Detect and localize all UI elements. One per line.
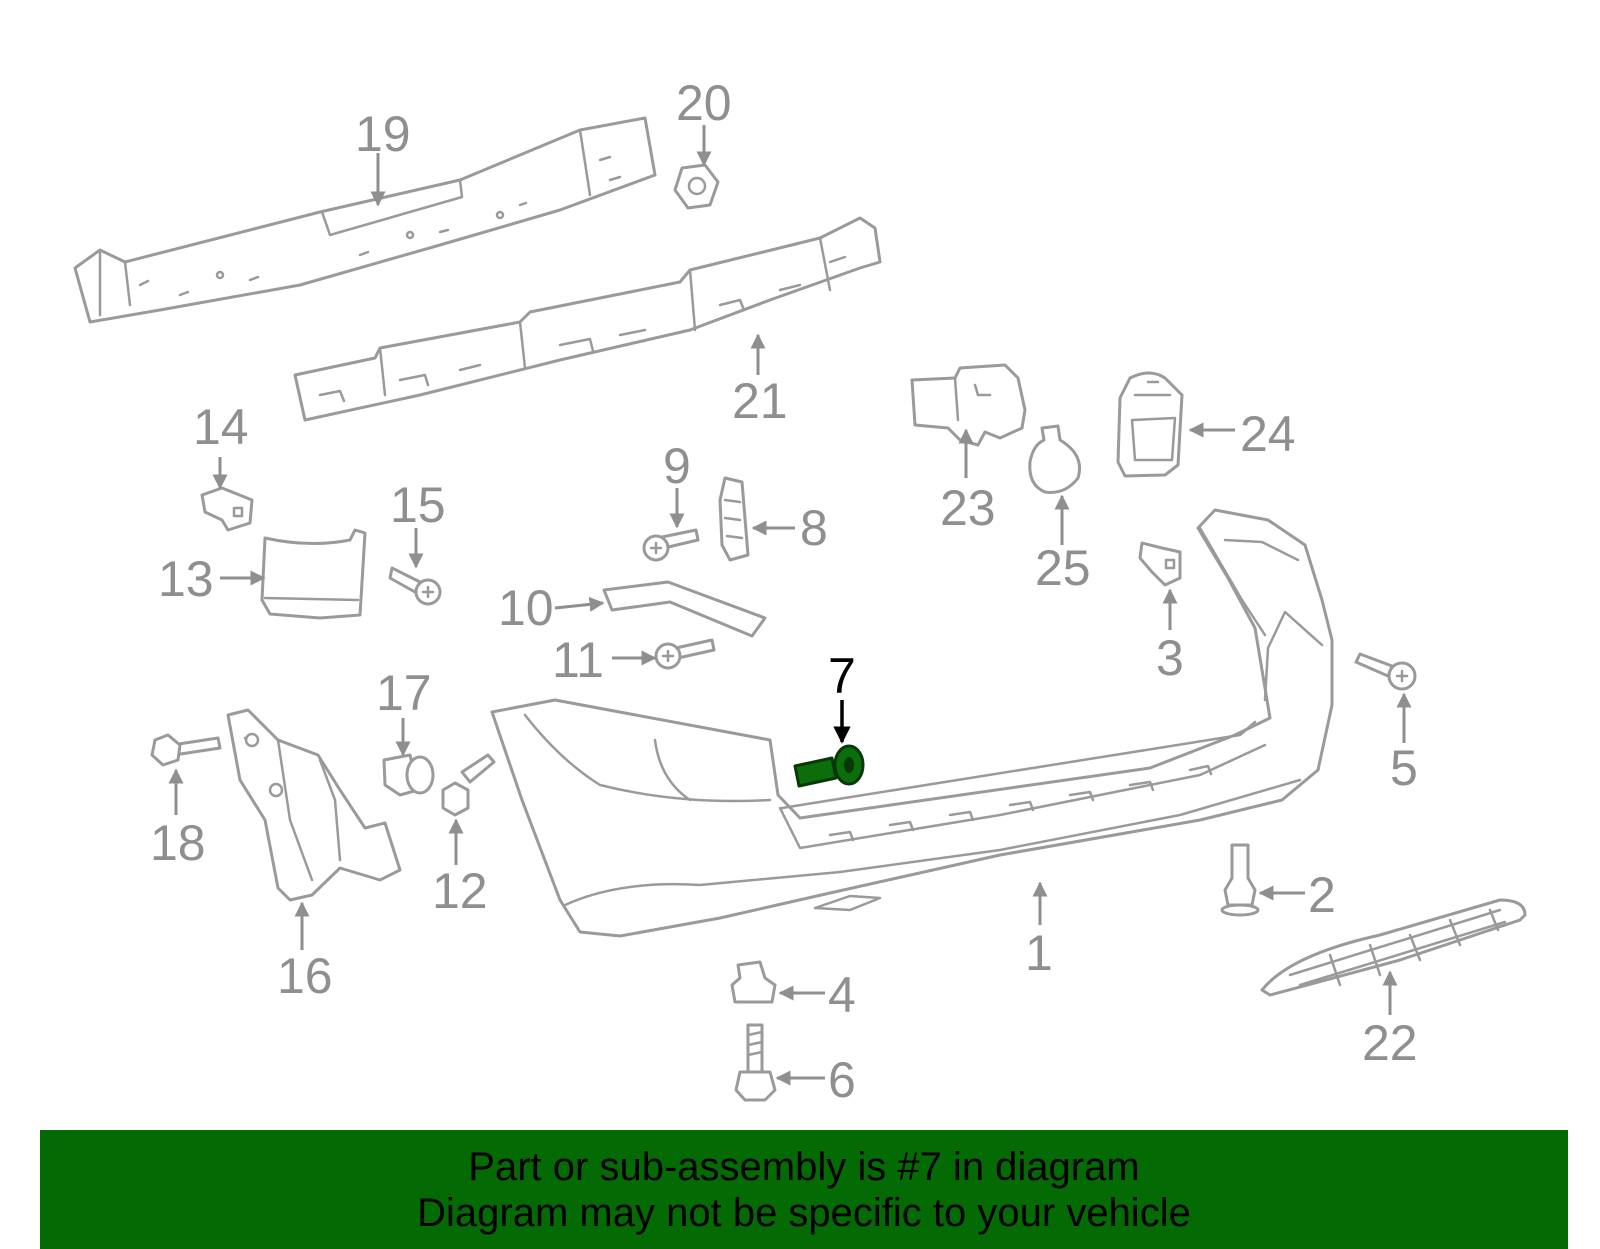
- part-24-bracket: [1116, 371, 1184, 478]
- callout-16: 16: [277, 948, 333, 1004]
- callout-6: 6: [828, 1052, 856, 1108]
- callout-1: 1: [1025, 925, 1053, 981]
- parts-diagram: 19 20 21 14 13 15 9 8 10 11 23 25 24 3 5…: [73, 75, 1527, 1108]
- callout-8: 8: [800, 500, 828, 556]
- part-21-absorber: [293, 216, 882, 422]
- callout-14: 14: [193, 399, 249, 455]
- callout-12: 12: [432, 863, 488, 919]
- part-14-clip: [200, 486, 254, 532]
- info-banner: Part or sub-assembly is #7 in diagram Di…: [40, 1130, 1568, 1249]
- part-22-reflector: [1260, 898, 1527, 997]
- banner-line-disclaimer: Diagram may not be specific to your vehi…: [417, 1191, 1191, 1235]
- part-23-sensor: [910, 363, 1027, 447]
- part-3-clip: [1138, 541, 1182, 587]
- part-4-clip: [730, 960, 777, 1004]
- callout-labels: 19 20 21 14 13 15 9 8 10 11 23 25 24 3 5…: [150, 75, 1418, 1108]
- callout-9: 9: [663, 438, 691, 494]
- part-15-screw: [388, 566, 442, 606]
- callout-4: 4: [828, 967, 856, 1023]
- part-13-plate: [260, 528, 367, 620]
- part-5-screw: [1354, 652, 1417, 691]
- part-18-bolt: [150, 733, 222, 767]
- callout-21: 21: [732, 373, 788, 429]
- callout-3: 3: [1156, 630, 1184, 686]
- callout-23: 23: [940, 480, 996, 536]
- part-9-screw: [642, 528, 700, 562]
- part-7-highlighted: [793, 744, 865, 788]
- leader-lines: [168, 125, 1412, 1086]
- banner-line-part-info: Part or sub-assembly is #7 in diagram: [468, 1145, 1140, 1189]
- part-20-nut: [673, 163, 720, 210]
- callout-11: 11: [552, 632, 604, 688]
- part-6-bolt: [734, 1023, 777, 1102]
- callout-20: 20: [676, 75, 732, 131]
- callout-15: 15: [390, 477, 446, 533]
- part-8-bracket: [718, 476, 750, 562]
- part-12-bolt: [441, 753, 496, 817]
- callout-24: 24: [1240, 406, 1296, 462]
- callout-10: 10: [498, 580, 554, 636]
- callout-7-highlighted: 7: [828, 648, 856, 704]
- callout-22: 22: [1362, 1015, 1418, 1071]
- callout-18: 18: [150, 815, 206, 871]
- callout-19: 19: [355, 106, 411, 162]
- callout-17: 17: [376, 665, 432, 721]
- part-16-bracket: [226, 708, 402, 902]
- part-2-clip: [1220, 843, 1260, 917]
- part-1-bumper-cover: [490, 508, 1334, 938]
- callout-25: 25: [1035, 540, 1091, 596]
- part-17-grommet: [382, 753, 435, 797]
- part-11-screw: [654, 638, 716, 670]
- callout-2: 2: [1308, 867, 1336, 923]
- part-25-cap: [1028, 424, 1081, 494]
- callout-5: 5: [1390, 740, 1418, 796]
- callout-13: 13: [158, 551, 214, 607]
- part-19-reinforcement: [73, 116, 657, 324]
- part-10-strip: [602, 580, 767, 638]
